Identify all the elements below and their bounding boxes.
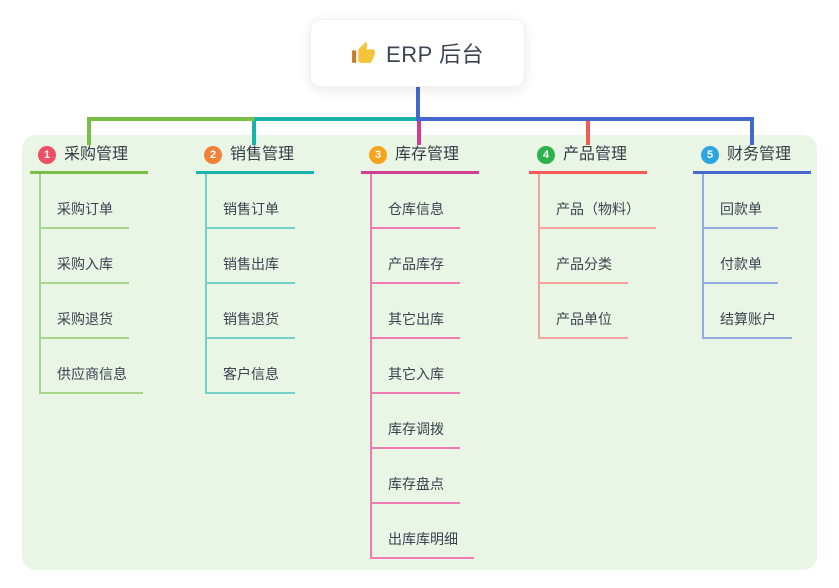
drop-line-finance: [750, 117, 754, 145]
tree-item[interactable]: 回款单: [702, 174, 839, 229]
drop-line-sales: [252, 117, 256, 145]
branch-sales: 2 销售管理 销售订单 销售出库 销售退货 客户信息: [196, 143, 361, 394]
tree-item[interactable]: 采购入库: [39, 229, 195, 284]
trunk-line-sales: [254, 117, 418, 121]
tree-item-label: 库存盘点: [370, 474, 460, 504]
branch-sales-head[interactable]: 2 销售管理: [196, 143, 314, 174]
root-node-label: ERP 后台: [386, 42, 484, 67]
tree-item[interactable]: 销售出库: [205, 229, 361, 284]
tree-item-label: 库存调拨: [370, 419, 460, 449]
branch-purchase: 1 采购管理 采购订单 采购入库 采购退货 供应商信息: [30, 143, 195, 394]
tree-item[interactable]: 结算账户: [702, 284, 839, 339]
tree-item-label: 产品分类: [538, 254, 628, 284]
tree-item[interactable]: 库存盘点: [370, 449, 526, 504]
root-connector-line: [416, 85, 420, 119]
drop-line-inventory: [417, 117, 421, 145]
branch-label: 销售管理: [230, 146, 295, 163]
branch-label: 库存管理: [395, 146, 460, 163]
branch-inventory: 3 库存管理 仓库信息 产品库存 其它出库 其它入库 库存调拨 库存盘点 出库库…: [361, 143, 526, 559]
tree-item-label: 回款单: [702, 199, 778, 229]
branch-finance: 5 财务管理 回款单 付款单 结算账户: [693, 143, 839, 339]
branch-purchase-head[interactable]: 1 采购管理: [30, 143, 148, 174]
tree-item-label: 结算账户: [702, 309, 792, 339]
branch-spine-line: [702, 174, 704, 339]
tree-item[interactable]: 产品分类: [538, 229, 694, 284]
tree-item-label: 出库库明细: [370, 529, 474, 559]
branch-number-badge: 2: [204, 146, 222, 164]
drop-line-product: [586, 117, 590, 145]
branch-product-head[interactable]: 4 产品管理: [529, 143, 647, 174]
root-node[interactable]: ERP 后台: [310, 19, 525, 87]
branch-spine-line: [370, 174, 372, 559]
tree-item-label: 采购入库: [39, 254, 129, 284]
tree-item-label: 采购订单: [39, 199, 129, 229]
tree-item-label: 付款单: [702, 254, 778, 284]
tree-item[interactable]: 其它出库: [370, 284, 526, 339]
tree-item-label: 销售订单: [205, 199, 295, 229]
tree-item[interactable]: 其它入库: [370, 339, 526, 394]
tree-item[interactable]: 库存调拨: [370, 394, 526, 449]
tree-item[interactable]: 采购订单: [39, 174, 195, 229]
tree-item[interactable]: 采购退货: [39, 284, 195, 339]
tree-item[interactable]: 出库库明细: [370, 504, 526, 559]
branches-background-panel: [22, 135, 817, 570]
tree-item[interactable]: 产品单位: [538, 284, 694, 339]
branch-product: 4 产品管理 产品（物料） 产品分类 产品单位: [529, 143, 694, 339]
tree-item-label: 产品（物料）: [538, 199, 656, 229]
tree-item-label: 产品库存: [370, 254, 460, 284]
branch-finance-head[interactable]: 5 财务管理: [693, 143, 811, 174]
tree-item-label: 其它出库: [370, 309, 460, 339]
tree-item[interactable]: 仓库信息: [370, 174, 526, 229]
tree-item[interactable]: 供应商信息: [39, 339, 195, 394]
tree-item[interactable]: 产品库存: [370, 229, 526, 284]
branch-spine-line: [205, 174, 207, 394]
tree-item-label: 供应商信息: [39, 364, 143, 394]
branch-number-badge: 4: [537, 146, 555, 164]
tree-item-label: 客户信息: [205, 364, 295, 394]
tree-item-label: 销售退货: [205, 309, 295, 339]
branch-number-badge: 1: [38, 146, 56, 164]
tree-item-label: 销售出库: [205, 254, 295, 284]
branch-label: 产品管理: [563, 146, 628, 163]
trunk-line-purchase: [87, 117, 256, 121]
tree-item[interactable]: 销售退货: [205, 284, 361, 339]
branch-inventory-head[interactable]: 3 库存管理: [361, 143, 479, 174]
branch-spine-line: [538, 174, 540, 339]
drop-line-purchase: [87, 117, 91, 145]
trunk-line-finance: [416, 117, 753, 121]
tree-item-label: 产品单位: [538, 309, 628, 339]
tree-item-label: 其它入库: [370, 364, 460, 394]
branch-number-badge: 3: [369, 146, 387, 164]
thumbs-up-icon: [352, 41, 375, 63]
tree-item-label: 仓库信息: [370, 199, 460, 229]
branch-label: 财务管理: [727, 146, 792, 163]
branch-label: 采购管理: [64, 146, 129, 163]
tree-item[interactable]: 产品（物料）: [538, 174, 694, 229]
tree-item[interactable]: 付款单: [702, 229, 839, 284]
tree-item[interactable]: 客户信息: [205, 339, 361, 394]
branch-number-badge: 5: [701, 146, 719, 164]
branch-spine-line: [39, 174, 41, 394]
tree-item-label: 采购退货: [39, 309, 129, 339]
tree-item[interactable]: 销售订单: [205, 174, 361, 229]
